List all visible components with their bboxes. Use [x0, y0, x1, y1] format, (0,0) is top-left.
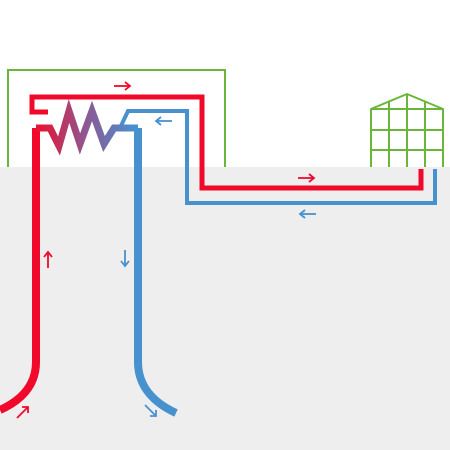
- plant-building-outline: [7, 69, 226, 167]
- arrow-icon: [154, 116, 172, 126]
- greenhouse-icon: [370, 93, 444, 167]
- arrow-icon: [114, 81, 132, 91]
- heat-exchanger-coil-icon: [36, 99, 138, 156]
- cold-return-pipe: [118, 109, 437, 205]
- arrow-icon: [120, 250, 130, 268]
- arrow-icon: [43, 250, 53, 268]
- hot-supply-pipe: [29, 94, 424, 191]
- arrow-icon: [298, 209, 316, 219]
- production-well-pipe: [0, 128, 40, 414]
- ground-area: [0, 167, 450, 450]
- arrow-icon: [298, 173, 316, 183]
- arrow-icon: [16, 406, 29, 419]
- arrow-icon: [144, 404, 157, 417]
- injection-well-pipe: [134, 128, 178, 417]
